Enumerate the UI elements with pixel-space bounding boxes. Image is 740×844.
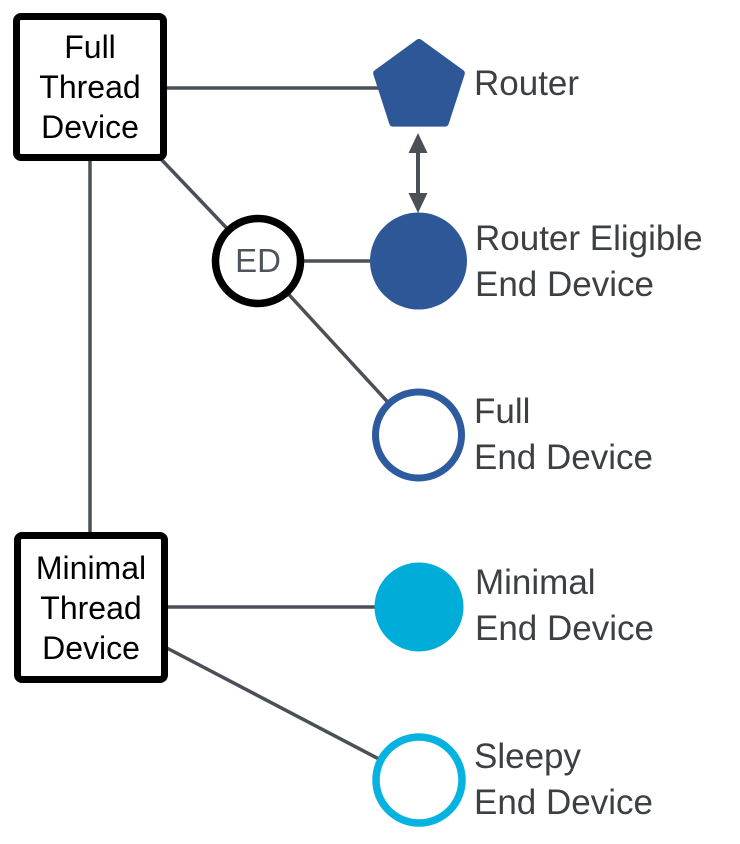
minimal-thread-device-label-line3: Device — [42, 629, 140, 666]
double-arrow-icon — [408, 133, 428, 213]
minimal-thread-device-box: Minimal Thread Device — [14, 532, 168, 683]
router-eligible-end-device-shape — [370, 212, 467, 310]
fed-label-line1: Full — [474, 392, 531, 431]
router-pentagon-shape — [373, 39, 465, 127]
sed-label-line2: End Device — [474, 783, 653, 822]
minimal-thread-device-label-line1: Minimal — [35, 549, 147, 586]
edge-mtd-sed — [162, 644, 420, 782]
sleepy-end-device-label: Sleepy End Device — [474, 734, 653, 826]
ed-junction-circle — [211, 214, 305, 308]
full-thread-device-label-line2: Thread — [39, 69, 141, 105]
minimal-end-device-label: Minimal End Device — [475, 560, 654, 652]
double-arrow-head-down — [408, 193, 428, 213]
full-end-device-shape — [372, 388, 465, 482]
router-eligible-end-device-label: Router Eligible End Device — [475, 216, 703, 308]
full-thread-device-label-line3: Device — [41, 109, 139, 145]
minimal-thread-device-label-line2: Thread — [40, 589, 142, 626]
reed-label-line1: Router Eligible — [475, 219, 703, 258]
full-thread-device-label-line1: Full — [64, 29, 116, 65]
sleepy-end-device-shape — [372, 733, 466, 827]
minimal-end-device-shape — [374, 562, 464, 652]
double-arrow-head-up — [408, 133, 428, 153]
full-end-device-label: Full End Device — [474, 389, 653, 481]
reed-label-line2: End Device — [475, 265, 654, 304]
sed-label-line1: Sleepy — [474, 737, 582, 776]
fed-label-line2: End Device — [474, 438, 653, 477]
ed-junction-label: ED — [235, 242, 281, 279]
router-label: Router — [474, 61, 579, 107]
full-thread-device-box: Full Thread Device — [13, 13, 167, 161]
med-label-line2: End Device — [475, 609, 654, 648]
router-label-line1: Router — [474, 64, 580, 103]
med-label-line1: Minimal — [475, 563, 596, 602]
